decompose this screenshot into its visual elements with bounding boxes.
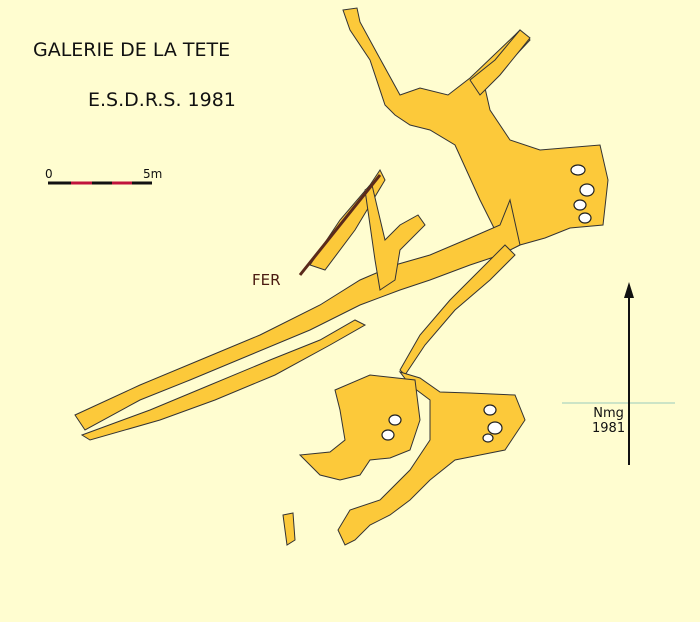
iron-rod-line	[298, 174, 382, 276]
fer-label: FER	[252, 271, 281, 289]
lower-left-chamber	[298, 374, 421, 481]
small-fragment	[282, 512, 296, 546]
north-label-text: Nmg	[593, 406, 624, 421]
upper-right-arm	[469, 29, 531, 96]
map-title: GALERIE DE LA TETE	[33, 39, 231, 61]
north-year: 1981	[592, 421, 626, 436]
map-subtitle: E.S.D.R.S. 1981	[88, 89, 236, 111]
lower-right-chamber	[337, 371, 526, 546]
middle-branch	[364, 184, 426, 291]
north-arrow-icon	[624, 282, 634, 465]
lower-diagonal-passage	[80, 319, 367, 441]
long-diagonal-passage	[74, 198, 521, 431]
scale-start-label: 0	[45, 167, 53, 181]
boulders	[381, 164, 595, 443]
scale-end-label: 5m	[143, 167, 163, 181]
upper-passage	[342, 7, 609, 251]
